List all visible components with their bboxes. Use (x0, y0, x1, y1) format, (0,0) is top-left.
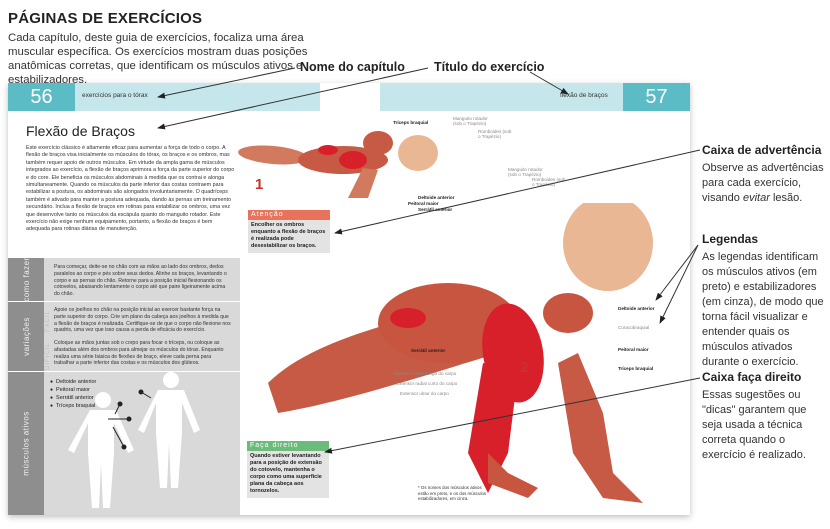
step-number-2: 2 (520, 359, 529, 376)
label-serratus-1: Serrátil anterior (418, 207, 453, 212)
do-right-box: Faça direito Quando estiver levantando p… (247, 441, 329, 498)
do-right-text: Quando estiver levantando para a posição… (250, 453, 322, 494)
exercise-header: flexão de braços (560, 92, 608, 99)
callout-exercise-title: Título do exercício (434, 60, 545, 74)
label-pectoral-1: Peitoral maior (408, 201, 439, 206)
label-ext-short: Extensor radial curto do carpo (396, 381, 458, 386)
label-rotator-2: Manguito rotador (sob o Trapézio) (508, 167, 543, 177)
left-page-number: 56 (8, 83, 75, 111)
label-deltoid-1: Deltoide anterior (418, 195, 455, 200)
label-ext-long: Extensor radial longo do carpo (394, 371, 457, 376)
exercise-title: Flexão de Braços (26, 123, 135, 139)
body-silhouette-figures (68, 372, 200, 508)
label-ext-ulnar: Extensor ulnar do carpo (400, 391, 449, 396)
how-to-text: Para começar, deite-se no chão com as mã… (54, 264, 227, 298)
callout-doright-text: Essas sugestões ou "dicas" garantem que … (702, 389, 807, 461)
label-serratus-2: Serrátil anterior (411, 348, 446, 353)
active-muscles-list: Deltoide anterior Peitoral maior Serráti… (50, 378, 96, 410)
label-triceps-1: Tríceps braquial (393, 120, 429, 125)
easy-text: Apoie os joelhos no chão na posição inic… (54, 307, 231, 334)
muscle-item: Serrátil anterior (50, 394, 96, 402)
callout-legend-text: As legendas identificam os músculos ativ… (702, 251, 824, 368)
callout-warning-text: Observe as advertências para cada exercí… (702, 162, 824, 204)
label-rhomboids-2: Romboides (sob o Trapézio) (532, 177, 566, 187)
warning-text: Encolher os ombros enquanto a flexão de … (251, 222, 326, 249)
chapter-name: exercícios para o tórax (82, 92, 148, 99)
variations-section: variações FÁCIL Apoie os joelhos no chão… (8, 302, 240, 372)
muscle-item: Peitoral maior (50, 386, 96, 394)
pushup-figure-2 (268, 203, 653, 503)
do-right-heading: Faça direito (247, 441, 329, 451)
step-number-1: 1 (255, 176, 264, 193)
callout-chapter-name: Nome do capítulo (300, 60, 405, 74)
warning-box: Atenção Encolher os ombros enquanto a fl… (248, 210, 330, 253)
right-page-number: 57 (623, 83, 690, 111)
footnote: * Os nomes dos músculos ativos estão em … (418, 485, 487, 501)
how-to-label: como fazer (8, 257, 44, 302)
intro-text: Cada capítulo, deste guia de exercícios,… (8, 32, 308, 86)
page-heading: PÁGINAS DE EXERCÍCIOS (8, 10, 203, 27)
info-sidebar: como fazer Para começar, deite-se no chã… (8, 257, 240, 515)
hard-text: Coloque as mãos juntas sob o corpo para … (54, 340, 224, 367)
book-spread: 56 exercícios para o tórax 57 flexão de … (8, 83, 690, 515)
active-muscles-section: músculos ativos Deltoide anterior Peitor… (8, 372, 240, 515)
callout-doright-title: Caixa faça direito (702, 370, 802, 384)
variations-label: variações (8, 302, 44, 371)
label-deltoid-2: Deltoide anterior (618, 306, 655, 311)
label-pectoral-2: Peitoral maior (618, 347, 649, 352)
label-triceps-2: Tríceps braquial (618, 366, 654, 371)
label-coraco-2: Coracobraquial (618, 325, 650, 330)
callout-legend-title: Legendas (702, 232, 759, 246)
callout-warning-title: Caixa de advertência (702, 143, 822, 157)
how-to-section: como fazer Para começar, deite-se no chã… (8, 257, 240, 302)
pushup-figure-1 (238, 131, 438, 198)
muscle-item: Tríceps braquial (50, 402, 96, 410)
warning-heading: Atenção (248, 210, 330, 220)
exercise-description: Este exercício clássico é altamente efic… (26, 145, 235, 233)
active-muscles-label: músculos ativos (8, 372, 44, 515)
label-rotator-1: Manguito rotador (sob o Trapézio) (453, 116, 488, 126)
muscle-item: Deltoide anterior (50, 378, 96, 386)
label-rhomboids-1: Romboides (sob o Trapézio) (478, 129, 512, 139)
